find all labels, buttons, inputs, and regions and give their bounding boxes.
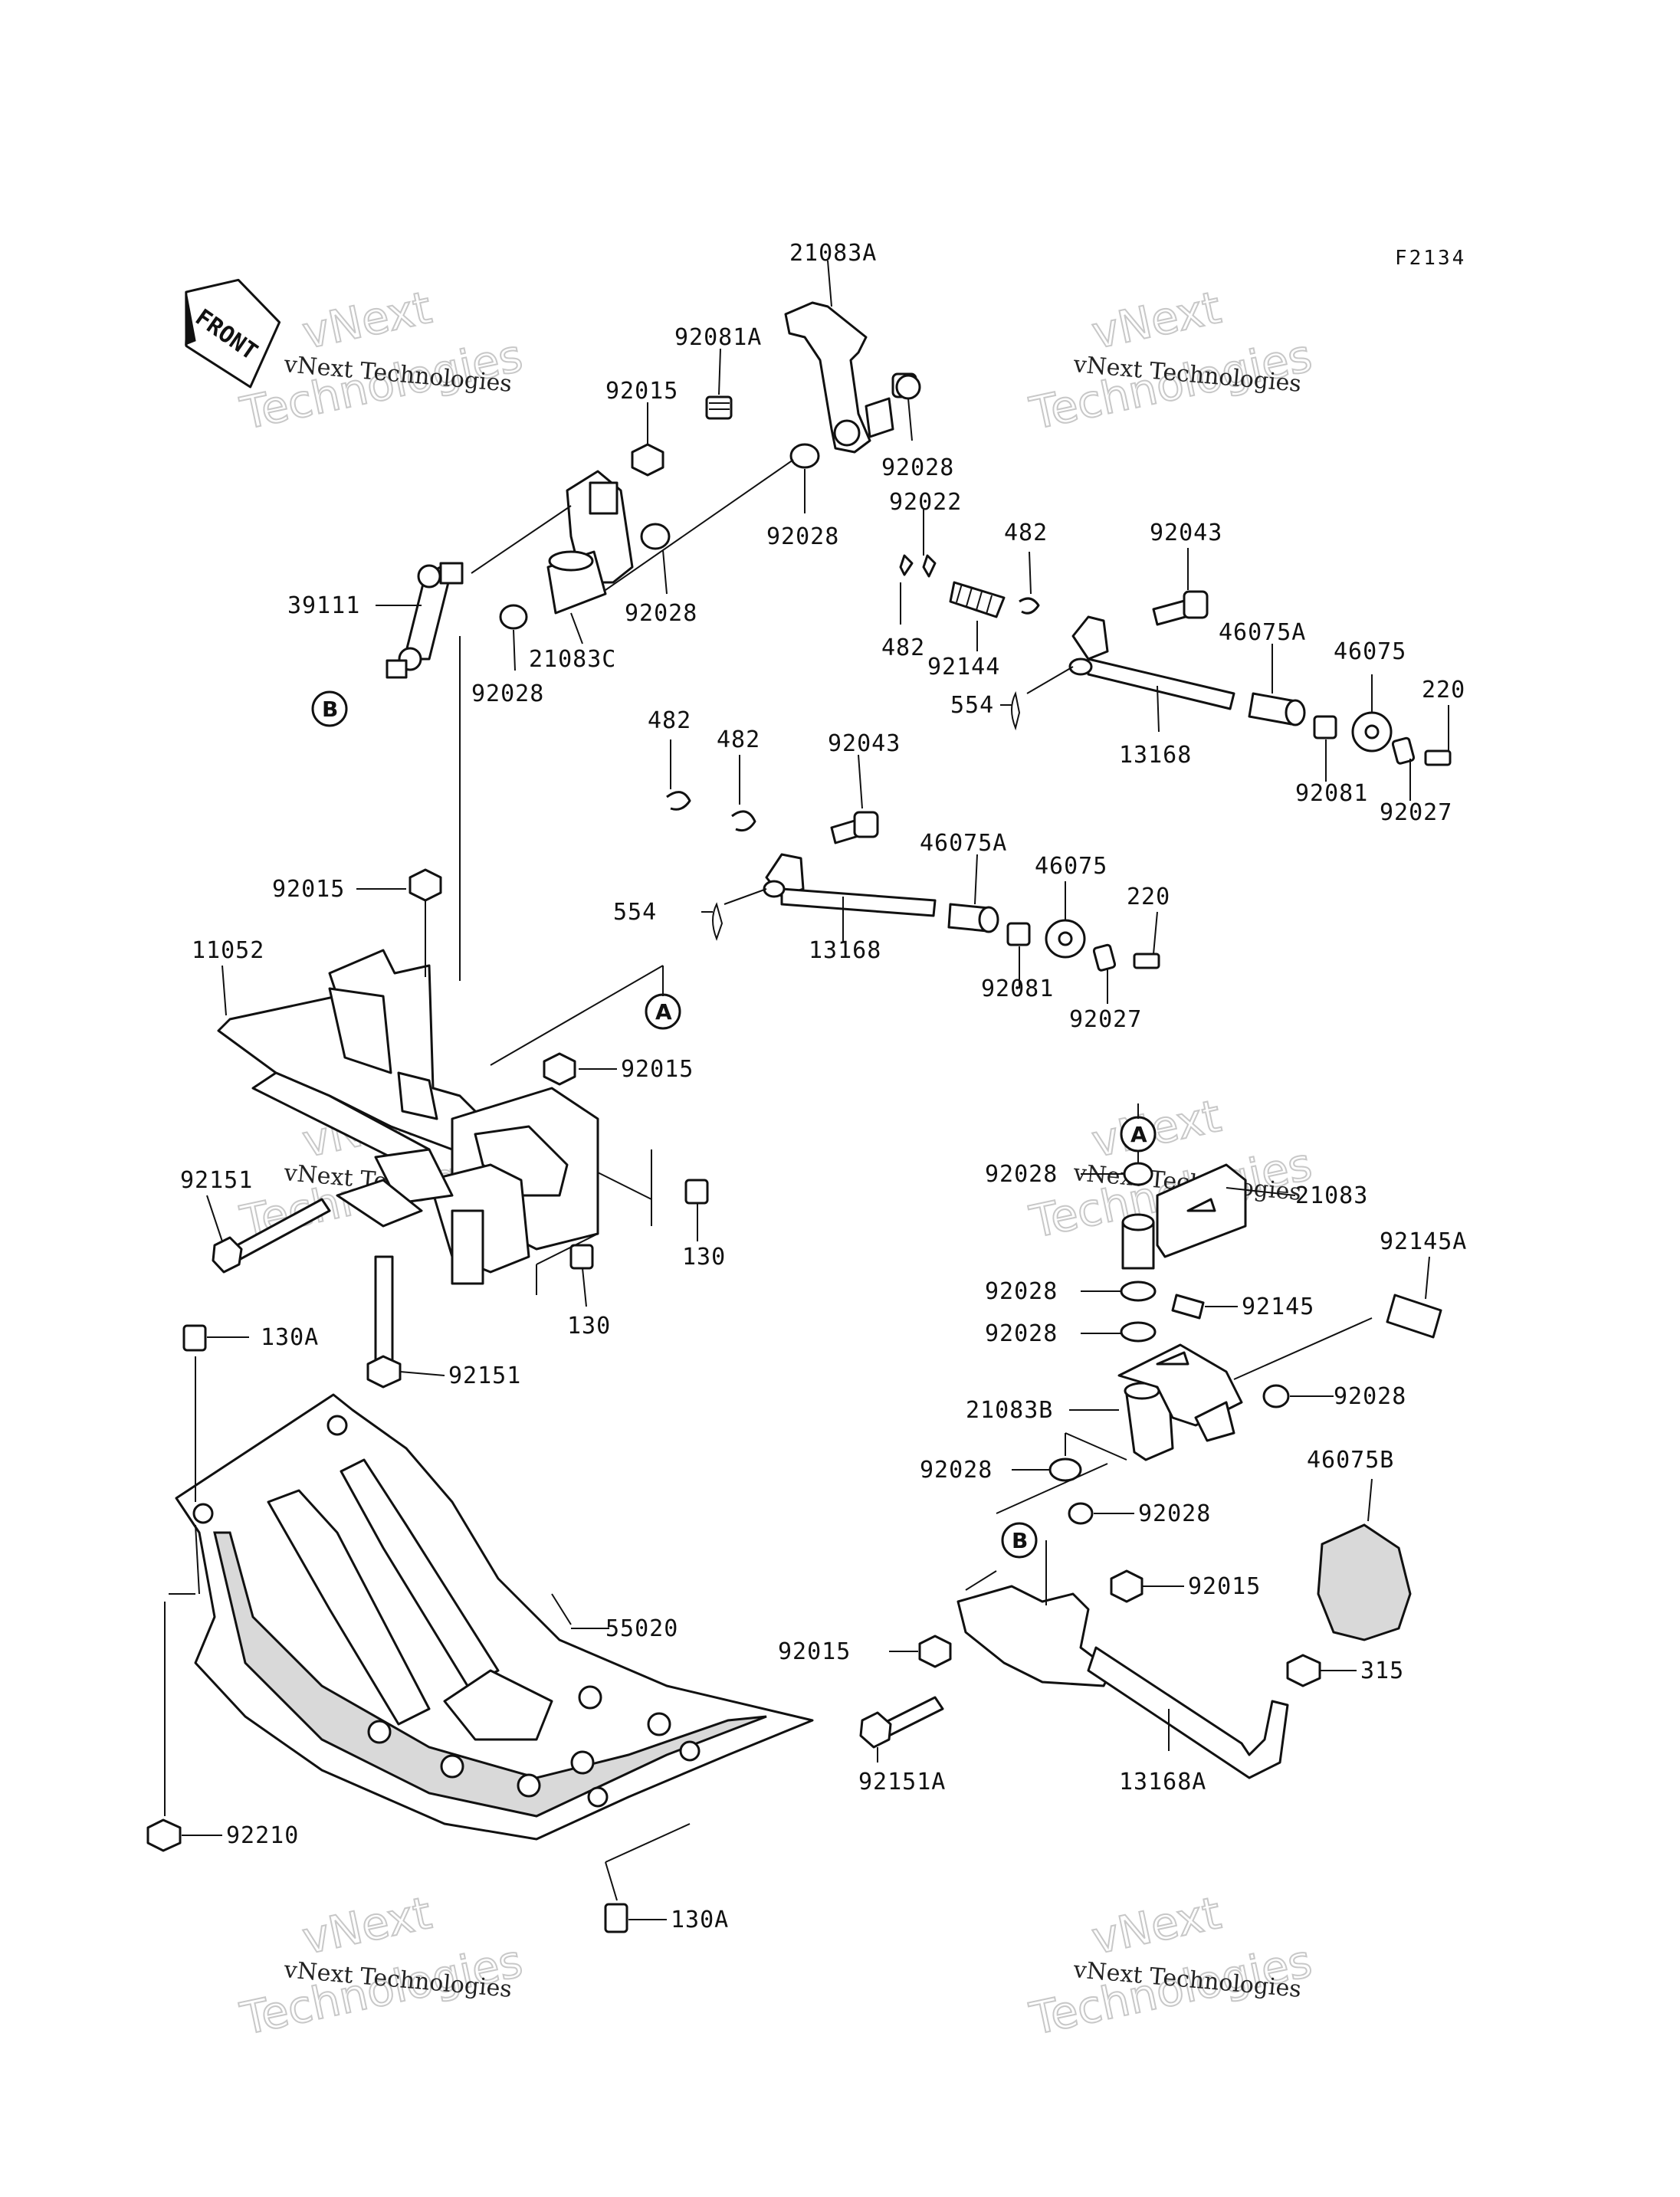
part-label: 46075A bbox=[1219, 619, 1306, 646]
part-label: 92145 bbox=[1242, 1294, 1314, 1320]
upper-shaft bbox=[899, 510, 1452, 801]
part-label: 21083 bbox=[1295, 1182, 1368, 1209]
watermark-bottom-right: vNext Technologies vNext Technologies bbox=[1025, 1886, 1317, 2046]
part-label: 92015 bbox=[272, 876, 345, 903]
ref-b-label: B bbox=[1012, 1528, 1028, 1553]
part-label: 13168A bbox=[1119, 1769, 1206, 1795]
part-label: 92081 bbox=[981, 976, 1054, 1002]
part-label: 92015 bbox=[778, 1638, 851, 1665]
part-label: 46075A bbox=[920, 830, 1007, 857]
part-label: 92028 bbox=[1334, 1383, 1406, 1410]
part-label: 92028 bbox=[985, 1278, 1058, 1305]
watermark-top-right: vNext Technologies vNext Technologies bbox=[1025, 280, 1317, 441]
part-label: 92081A bbox=[674, 324, 762, 351]
part-label: 554 bbox=[613, 899, 657, 926]
part-label: 92028 bbox=[766, 523, 839, 550]
part-label: 92081 bbox=[1295, 780, 1368, 807]
part-label: 13168 bbox=[809, 937, 881, 964]
upper-linkage bbox=[376, 260, 921, 981]
watermark-line1: vNext bbox=[1088, 281, 1226, 359]
part-label: 92028 bbox=[625, 600, 697, 627]
part-label: 482 bbox=[881, 635, 925, 661]
part-label: 92028 bbox=[471, 680, 544, 707]
part-label: 130 bbox=[567, 1313, 611, 1340]
part-label: 92027 bbox=[1069, 1006, 1142, 1033]
part-label: 92144 bbox=[927, 654, 1000, 680]
brake-pedal-assembly: A B B bbox=[311, 690, 1442, 1779]
watermark-line1: vNext bbox=[298, 281, 436, 359]
middle-shaft bbox=[666, 739, 1160, 1004]
watermark-line1: vNext bbox=[1088, 1090, 1226, 1168]
part-label: 13168 bbox=[1119, 742, 1192, 769]
part-label: 220 bbox=[1127, 884, 1170, 910]
part-label: 92028 bbox=[881, 454, 954, 481]
part-label: 21083A bbox=[789, 240, 877, 267]
part-label: 92015 bbox=[1188, 1573, 1261, 1600]
part-label: 46075 bbox=[1035, 853, 1107, 880]
part-label: 92022 bbox=[889, 489, 962, 516]
skid-plate-55020 bbox=[146, 1324, 814, 1933]
part-label: 92015 bbox=[621, 1056, 694, 1083]
watermark-top-left: vNext Technologies vNext Technologies bbox=[235, 280, 528, 441]
part-label: 55020 bbox=[605, 1615, 678, 1642]
watermark-bottom-left: vNext Technologies vNext Technologies bbox=[235, 1886, 528, 2046]
part-label: 92043 bbox=[828, 730, 901, 757]
part-label: 92151 bbox=[448, 1362, 521, 1389]
part-label: 554 bbox=[950, 692, 994, 719]
part-label: 130 bbox=[682, 1244, 726, 1271]
part-label: 482 bbox=[648, 707, 691, 734]
part-label: 92151 bbox=[180, 1167, 253, 1194]
part-label: 92028 bbox=[1138, 1500, 1211, 1527]
ref-a-label: A bbox=[655, 999, 672, 1025]
part-label: 92028 bbox=[920, 1457, 993, 1484]
ref-b-label-2: B bbox=[322, 697, 338, 722]
part-label: 92028 bbox=[985, 1161, 1058, 1188]
frame-11052: A bbox=[206, 868, 709, 1389]
part-label: 92145A bbox=[1380, 1228, 1467, 1255]
figure-code: F2134 bbox=[1395, 247, 1466, 270]
part-label: 92151A bbox=[858, 1769, 946, 1795]
part-label: 220 bbox=[1422, 677, 1465, 703]
part-label: 92028 bbox=[985, 1320, 1058, 1347]
part-label: 92043 bbox=[1150, 520, 1222, 546]
part-label: 92210 bbox=[226, 1822, 299, 1849]
part-label: 39111 bbox=[287, 592, 360, 619]
part-label: 482 bbox=[1004, 520, 1048, 546]
ref-a-label-2: A bbox=[1130, 1122, 1147, 1147]
part-label: 11052 bbox=[192, 937, 264, 964]
part-label: 130A bbox=[261, 1324, 319, 1351]
watermark-line1: vNext bbox=[1088, 1887, 1226, 1965]
part-label: 92027 bbox=[1380, 799, 1452, 826]
part-label: 482 bbox=[717, 726, 760, 753]
part-number-labels: 21083A92081A9201592028920289202892028391… bbox=[180, 240, 1467, 1933]
part-label: 21083C bbox=[529, 646, 616, 673]
part-label: 46075B bbox=[1307, 1447, 1394, 1474]
watermark-line1: vNext bbox=[298, 1887, 436, 1965]
part-label: 46075 bbox=[1334, 638, 1406, 665]
part-label: 130A bbox=[671, 1907, 729, 1933]
part-label: 315 bbox=[1360, 1658, 1404, 1684]
part-label: 92015 bbox=[605, 378, 678, 405]
front-arrow-icon: FRONT bbox=[185, 278, 281, 389]
part-label: 21083B bbox=[966, 1397, 1053, 1424]
